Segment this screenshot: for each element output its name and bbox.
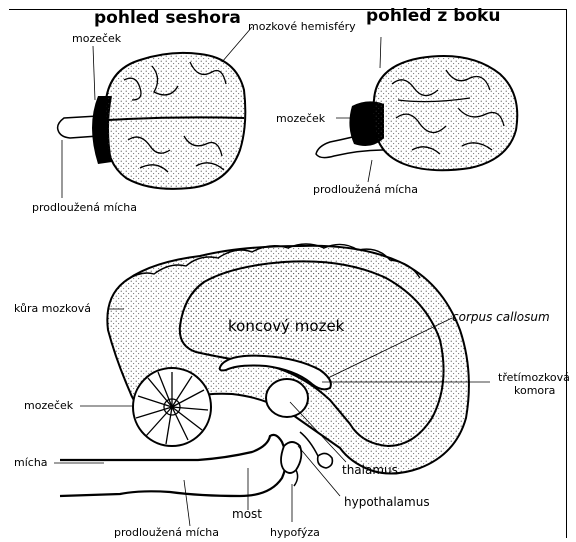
top-view-medulla-shape [58, 116, 98, 138]
label-spinal-cord: mícha [14, 457, 48, 468]
side-view-brain [316, 56, 517, 170]
label-third-ventricle-line2: komora [514, 385, 555, 396]
label-cortex: kůra mozková [14, 303, 91, 314]
hypothalamus-shape [318, 453, 333, 468]
label-telencephalon: koncový mozek [228, 319, 344, 334]
label-thalamus: thalamus [342, 464, 398, 476]
sagittal-section [60, 244, 469, 496]
label-side-medulla: prodloužená mícha [313, 184, 418, 195]
label-pituitary: hypofýza [270, 527, 320, 538]
label-top-cerebellum: mozeček [72, 33, 121, 44]
label-hemispheres: mozkové hemisféry [248, 21, 356, 32]
heading-side-view: pohled z boku [366, 8, 500, 25]
label-hypothalamus: hypothalamus [344, 496, 430, 508]
heading-top-view: pohled seshora [94, 10, 241, 27]
label-top-medulla: prodloužená mícha [32, 202, 137, 213]
label-sagittal-medulla: prodloužená mícha [114, 527, 219, 538]
top-view-hemispheres-shape [105, 53, 245, 189]
label-pons: most [232, 508, 262, 520]
top-view-brain [58, 53, 246, 189]
label-corpus-callosum: corpus callosum [452, 311, 550, 323]
thalamus-shape [266, 379, 308, 417]
label-side-cerebellum: mozeček [276, 113, 325, 124]
label-third-ventricle-line1: třetímozková [498, 372, 570, 383]
label-sagittal-cerebellum: mozeček [24, 400, 73, 411]
